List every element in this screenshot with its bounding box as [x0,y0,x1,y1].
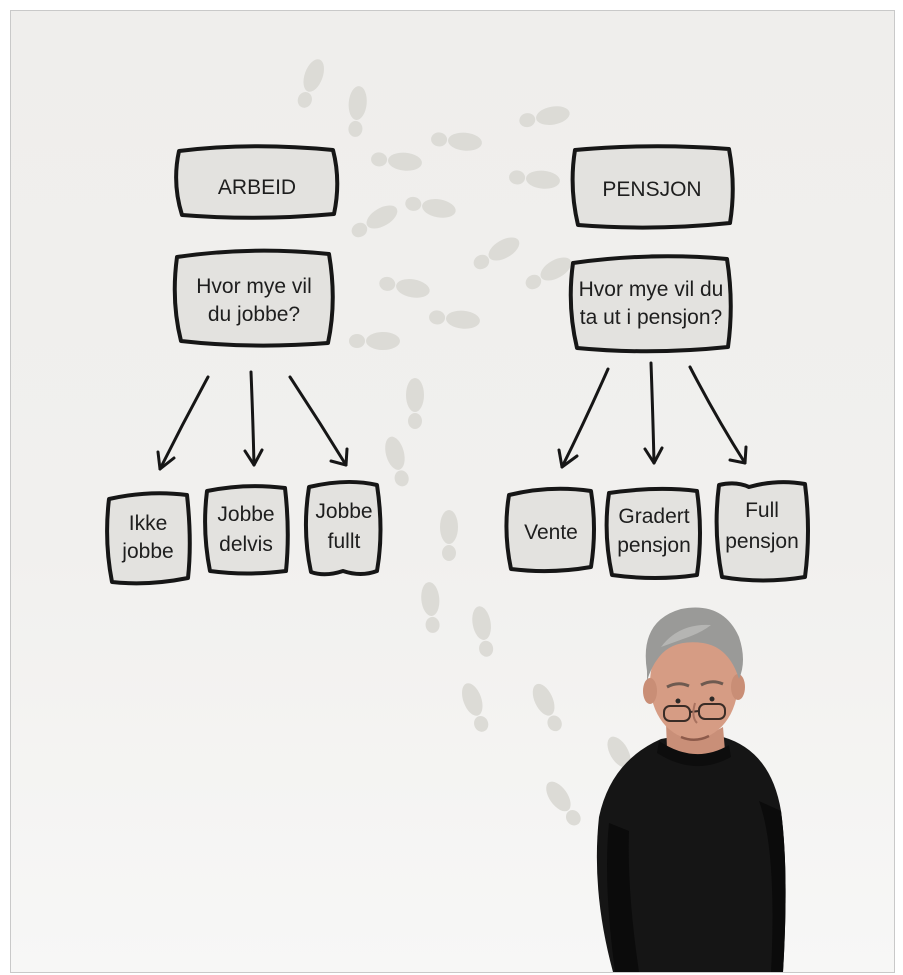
footprint-icon [379,276,430,298]
option-label-line-1: Vente [524,521,578,544]
arbeid-question-line-1: Hvor mye vil [196,275,312,298]
footprint-icon [348,86,367,137]
footprint-icon [385,436,409,487]
flow-diagram: ARBEID Hvor mye vil du jobbe? Ikke jobbe… [105,59,810,972]
option-label-line-1: Jobbe [217,503,274,526]
arbeid-question-line-2: du jobbe? [208,303,300,326]
footprint-icon [406,378,424,429]
footprint-icon [349,332,400,350]
arrow-to-jobbe-delvis [249,370,256,467]
footprint-icon [525,257,572,290]
footprint-icon [509,170,560,189]
diagram-canvas: ARBEID Hvor mye vil du jobbe? Ikke jobbe… [10,10,895,973]
pensjon-heading: PENSJON [602,178,701,201]
footprint-icon [429,310,480,329]
man-with-glasses-photo [596,607,786,972]
footprint-icon [519,106,570,128]
arrow-to-full-pensjon [688,365,747,465]
arbeid-arrows [156,370,349,471]
arrowhead [643,446,664,465]
arrow-to-jobbe-fullt [288,375,348,467]
footprint-icon [462,683,489,732]
pensjon-arrows [557,361,748,469]
option-gradert-pensjon: Gradert pensjon [604,486,702,580]
option-jobbe-fullt: Jobbe fullt [303,479,383,577]
arrow-to-ikke-jobbe [158,375,210,471]
footprint-icon [473,237,520,270]
footprints-icon [297,59,640,826]
arrowhead [243,448,264,467]
pensjon-heading-box: PENSJON [570,144,735,230]
footprint-icon [351,205,398,238]
footprint-icon [431,132,482,151]
footprint-icon [440,510,458,561]
arbeid-heading-box: ARBEID [174,144,340,220]
footprint-icon [532,683,562,732]
footprint-icon [371,152,422,171]
option-label-line-2: pensjon [725,530,799,553]
arrow-to-gradert-pensjon [649,361,656,465]
option-ikke-jobbe: Ikke jobbe [105,491,192,586]
arbeid-question-box: Hvor mye vil du jobbe? [172,248,335,348]
arrow-to-vente [560,367,610,469]
arbeid-heading: ARBEID [218,176,296,199]
option-label-line-2: fullt [328,530,361,553]
pensjon-question-line-2: ta ut i pensjon? [580,306,722,329]
option-full-pensjon: Full pensjon [714,480,810,583]
option-label-line-2: jobbe [121,540,173,563]
option-label-line-1: Jobbe [315,500,372,523]
option-vente: Vente [504,486,596,574]
footprint-icon [546,781,581,826]
footprint-icon [297,59,324,108]
option-label-line-1: Ikke [129,512,168,535]
option-label-line-1: Full [745,499,779,522]
option-jobbe-delvis: Jobbe delvis [203,484,290,576]
arrowhead [156,450,176,471]
footprint-icon [472,606,494,657]
pensjon-question-box: Hvor mye vil du ta ut i pensjon? [568,254,733,354]
pensjon-question-line-1: Hvor mye vil du [579,278,724,301]
option-label-line-1: Gradert [618,505,689,528]
option-label-line-2: pensjon [617,534,691,557]
arrowhead [728,445,748,465]
footprint-icon [405,196,456,218]
arrowhead [557,448,579,469]
footprint-icon [421,582,440,633]
arrowhead [329,447,349,467]
option-label-line-2: delvis [219,533,273,556]
